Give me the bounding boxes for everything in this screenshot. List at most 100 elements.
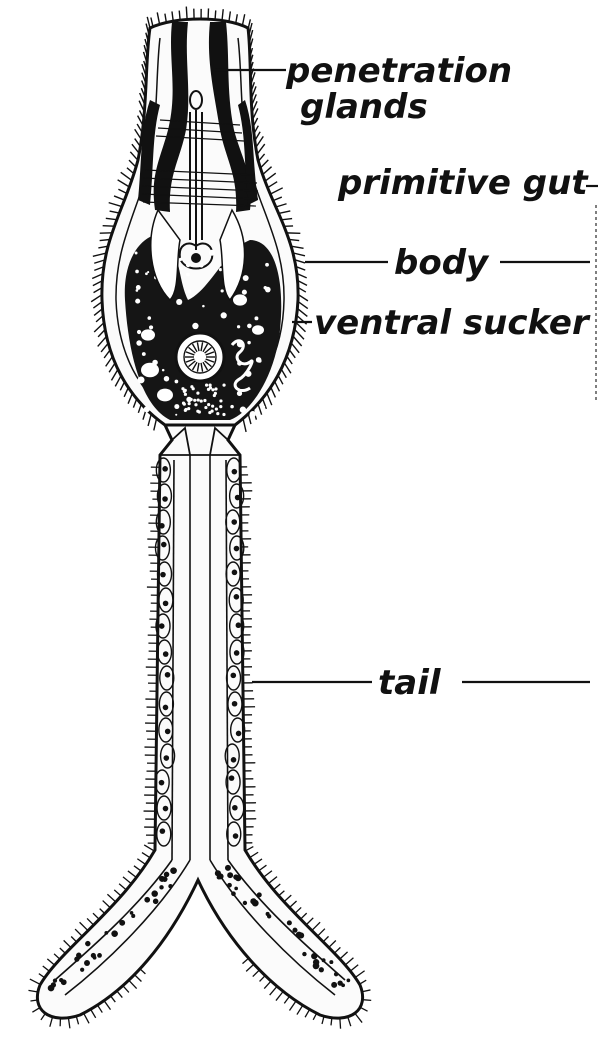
cilium [75, 929, 82, 936]
furca-granule [319, 967, 324, 972]
germ-cell [203, 399, 206, 402]
furca-granule [243, 901, 247, 905]
germ-cell [222, 384, 225, 387]
cell-nucleus [234, 546, 240, 552]
furca-granule [53, 979, 57, 983]
granule [190, 296, 192, 298]
cell-nucleus [164, 755, 170, 761]
germ-cell [209, 383, 212, 386]
cilium [250, 852, 258, 857]
furca-granule [170, 867, 177, 874]
cilium [317, 929, 324, 936]
cilium [103, 901, 111, 908]
cilium [355, 971, 364, 978]
cell-nucleus [159, 523, 165, 529]
cilium [265, 173, 276, 181]
cilium [281, 219, 292, 220]
germ-cell [184, 393, 187, 396]
granule [265, 263, 269, 267]
furca-granule [298, 932, 304, 938]
cilium [157, 12, 159, 24]
granule [147, 271, 149, 273]
cilium [128, 871, 137, 878]
germ-cell [219, 399, 222, 402]
germ-cell [216, 412, 219, 415]
cilium [243, 419, 246, 432]
label-penetration-glands-line2: glands [300, 87, 428, 127]
granule [221, 289, 224, 292]
furca-granule [227, 872, 233, 878]
granule [162, 369, 165, 372]
germ-cell [205, 384, 208, 387]
cell-nucleus [163, 651, 169, 657]
cilium [345, 958, 353, 965]
cilium [263, 871, 272, 878]
germ-cell [188, 402, 191, 405]
cilium [186, 7, 187, 20]
furca-granule [144, 897, 150, 903]
granule [230, 405, 234, 409]
granule [202, 305, 205, 308]
granule [174, 404, 179, 409]
granule [138, 376, 145, 383]
cell-nucleus [229, 775, 235, 781]
cell-nucleus [159, 780, 165, 786]
cilium [98, 336, 107, 346]
cilium [104, 1001, 110, 1010]
granule [175, 380, 179, 384]
furca-granule [168, 884, 172, 888]
cilium [294, 329, 304, 339]
granule [271, 374, 274, 377]
cell-nucleus [163, 806, 169, 812]
furca-granule [130, 911, 134, 915]
germ-cell [184, 389, 187, 392]
granule [135, 299, 140, 304]
granule [247, 324, 252, 329]
germ-cell [194, 403, 197, 406]
furca-granule [85, 941, 90, 946]
label-body: body [394, 243, 490, 283]
furca-granule [153, 899, 159, 905]
cell-nucleus [163, 601, 169, 607]
label-ventral-sucker: ventral sucker [314, 303, 591, 343]
furca-granule [334, 972, 338, 976]
cell-nucleus [231, 519, 237, 525]
cilium [284, 363, 291, 374]
cilium [222, 9, 223, 20]
furca-granule [151, 890, 157, 896]
granule [164, 376, 169, 381]
furca-granule [111, 930, 118, 937]
granule [240, 407, 246, 413]
cilium [64, 940, 71, 947]
germ-cell [184, 408, 187, 411]
cilium [94, 323, 104, 332]
cell-nucleus [232, 805, 238, 811]
germ-cell [190, 398, 193, 401]
furca-granule [119, 920, 125, 926]
cilium [103, 226, 115, 227]
ventral-sucker [176, 333, 224, 381]
cell-nucleus [232, 570, 238, 576]
cilium [297, 308, 307, 316]
cilium [276, 991, 283, 1000]
granule [242, 290, 247, 295]
germ-cell [187, 407, 190, 410]
cell-nucleus [233, 833, 239, 839]
furca-granule [80, 968, 84, 972]
furca-granule [250, 898, 256, 904]
cell-vacuole [141, 329, 155, 340]
cell-nucleus [234, 594, 240, 600]
germ-cell [183, 403, 186, 406]
granule [250, 411, 256, 417]
furca-granule [331, 982, 337, 988]
cilium [268, 877, 277, 884]
granule [192, 323, 198, 329]
cell-nucleus [165, 729, 171, 735]
furca-granule [266, 912, 270, 916]
cell-nucleus [162, 466, 168, 472]
cell-vacuole [141, 363, 159, 377]
granule [145, 272, 148, 275]
cell-nucleus [232, 469, 238, 475]
furca-granule [292, 928, 297, 933]
furca-granule [164, 872, 170, 878]
